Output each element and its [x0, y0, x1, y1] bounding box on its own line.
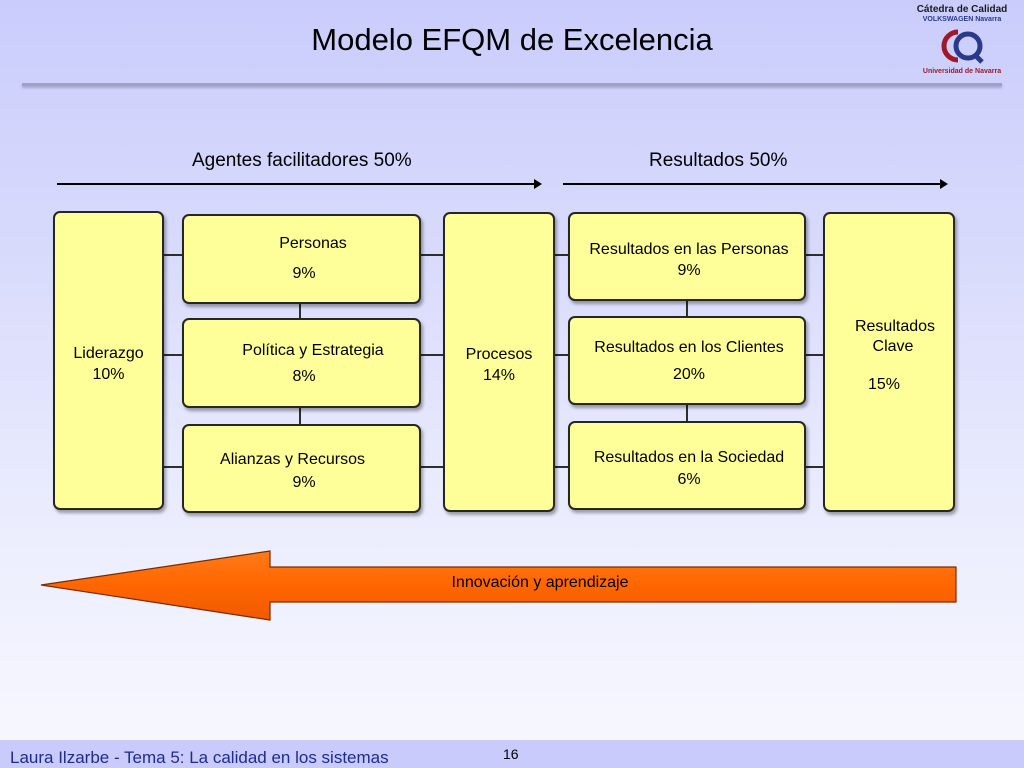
connector	[553, 466, 570, 468]
box-resultados-clave	[823, 212, 955, 512]
personas-pct: 9%	[292, 265, 316, 282]
innovation-label: Innovación y aprendizaje	[451, 574, 629, 591]
box-procesos	[443, 212, 555, 512]
connector	[299, 406, 301, 426]
connector	[553, 354, 570, 356]
box-resultados-clientes	[568, 316, 806, 405]
connector	[419, 466, 445, 468]
catedra-calidad-logo: Cátedra de Calidad VOLKSWAGEN Navarra Un…	[904, 4, 1020, 80]
box-personas	[182, 214, 421, 304]
alianzas-label: Alianzas y Recursos	[220, 451, 365, 468]
box-liderazgo	[53, 211, 164, 510]
liderazgo-label: Liderazgo	[73, 345, 144, 362]
res-clientes-pct: 20%	[672, 366, 706, 383]
connector	[686, 299, 688, 318]
page-number: 16	[503, 746, 519, 762]
innovation-arrow-shape	[40, 550, 957, 621]
politica-label: Política y Estrategia	[242, 342, 384, 359]
connector	[162, 254, 184, 256]
results-arrow	[563, 179, 948, 189]
logo-brand-region: Navarra	[975, 16, 1002, 23]
connector	[553, 254, 570, 256]
connector	[162, 466, 184, 468]
alianzas-pct: 9%	[292, 474, 316, 491]
connector	[804, 466, 825, 468]
connector	[299, 302, 301, 320]
res-clientes-label: Resultados en los Clientes	[594, 339, 784, 356]
results-label: Resultados 50%	[649, 150, 788, 171]
title-divider	[22, 83, 1002, 86]
box-politica-estrategia	[182, 318, 421, 408]
page-title: Modelo EFQM de Excelencia	[311, 22, 713, 57]
procesos-pct: 14%	[482, 367, 516, 384]
connector	[686, 403, 688, 423]
footer-bar: Laura Ilzarbe - Tema 5: La calidad en lo…	[0, 740, 1024, 768]
connector	[804, 354, 825, 356]
res-personas-label: Resultados en las Personas	[589, 241, 789, 258]
logo-line-brand: VOLKSWAGEN Navarra	[904, 16, 1020, 23]
connector	[419, 354, 445, 356]
liderazgo-pct: 10%	[92, 366, 125, 383]
cq-logo-icon	[941, 29, 984, 64]
res-sociedad-pct: 6%	[677, 471, 701, 488]
logo-brand-name: VOLKSWAGEN	[922, 16, 974, 23]
box-resultados-personas	[568, 212, 806, 301]
enablers-arrow	[57, 179, 542, 189]
connector	[162, 354, 184, 356]
res-clave-label-1: Resultados	[854, 318, 936, 335]
personas-label: Personas	[279, 235, 347, 252]
connector	[804, 254, 825, 256]
res-sociedad-label: Resultados en la Sociedad	[593, 449, 785, 466]
politica-pct: 8%	[292, 368, 316, 385]
connector	[419, 254, 445, 256]
logo-line-catedra: Cátedra de Calidad	[916, 4, 1008, 15]
res-clave-label-2: Clave	[872, 338, 914, 355]
res-personas-pct: 9%	[677, 262, 701, 279]
footer-text: Laura Ilzarbe - Tema 5: La calidad en lo…	[10, 748, 389, 767]
enablers-label: Agentes facilitadores 50%	[192, 150, 412, 171]
box-resultados-sociedad	[568, 421, 806, 510]
res-clave-pct: 15%	[867, 376, 901, 393]
logo-line-university: Universidad de Navarra	[922, 68, 1002, 75]
procesos-label: Procesos	[465, 346, 533, 363]
box-alianzas-recursos	[182, 424, 421, 513]
